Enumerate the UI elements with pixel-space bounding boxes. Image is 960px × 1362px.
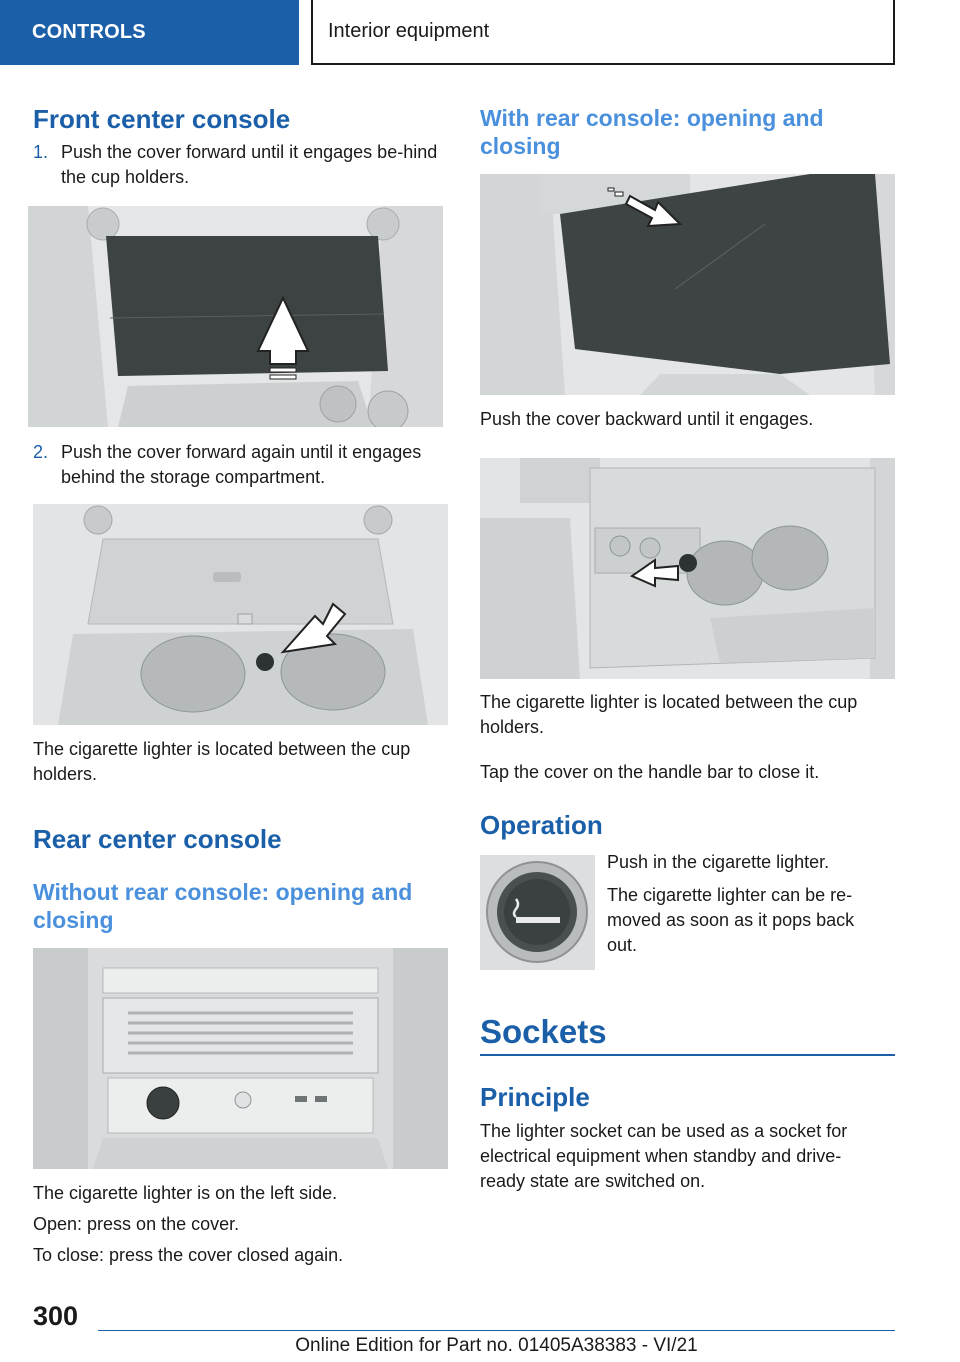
without-text-1: The cigarette lighter is on the left sid… xyxy=(33,1183,338,1203)
figure-illustration xyxy=(480,174,895,395)
step-number: 2. xyxy=(33,442,49,462)
cigarette-lighter-symbol xyxy=(480,855,595,970)
with-rear-console-heading: With rear console: opening and closing xyxy=(480,105,824,159)
front-console-heading: Front center console xyxy=(33,104,291,134)
front-caption: The cigarette lighter is located between… xyxy=(33,739,411,784)
figure-illustration xyxy=(33,948,448,1169)
figure-rear-cover-backward xyxy=(480,174,895,395)
header-section-label: CONTROLS xyxy=(0,0,299,65)
figure-illustration xyxy=(28,206,443,427)
operation-text-2: The cigarette lighter can be re-moved as… xyxy=(607,885,855,955)
operation-text-1: Push in the cigarette lighter. xyxy=(607,852,830,872)
header-chapter-title: Interior equipment xyxy=(311,0,895,65)
step-text: Push the cover forward until it engages … xyxy=(61,142,438,187)
without-rear-console-heading: Without rear console: opening and closin… xyxy=(33,879,413,933)
with-text-3: Tap the cover on the handle bar to close… xyxy=(480,762,820,782)
without-text-3: To close: press the cover closed again. xyxy=(33,1245,344,1265)
step-1: 1. Push the cover forward until it engag… xyxy=(33,140,448,192)
step-2: 2. Push the cover forward again until it… xyxy=(33,440,448,492)
operation-heading: Operation xyxy=(480,810,603,840)
rear-console-heading: Rear center console xyxy=(33,824,282,854)
footer-rule xyxy=(98,1330,895,1331)
step-text: Push the cover forward again until it en… xyxy=(61,442,422,487)
figure-rear-cupholders xyxy=(480,458,895,679)
principle-heading: Principle xyxy=(480,1082,590,1112)
figure-illustration xyxy=(480,458,895,679)
figure-front-cover-forward xyxy=(28,206,443,427)
sockets-heading-rule xyxy=(480,1054,895,1056)
with-text-1: Push the cover backward until it engages… xyxy=(480,409,814,429)
sockets-heading: Sockets xyxy=(480,1013,607,1050)
figure-illustration xyxy=(33,504,448,725)
step-number: 1. xyxy=(33,142,49,162)
footer-edition-text: Online Edition for Part no. 01405A38383 … xyxy=(295,1335,698,1356)
with-text-2: The cigarette lighter is located between… xyxy=(480,692,858,737)
without-text-2: Open: press on the cover. xyxy=(33,1214,240,1234)
figure-front-storage-open xyxy=(33,504,448,725)
principle-text: The lighter socket can be used as a sock… xyxy=(480,1121,848,1191)
page-number: 300 xyxy=(33,1301,79,1331)
cigarette-lighter-icon xyxy=(480,855,595,970)
figure-rear-storage xyxy=(33,948,448,1169)
